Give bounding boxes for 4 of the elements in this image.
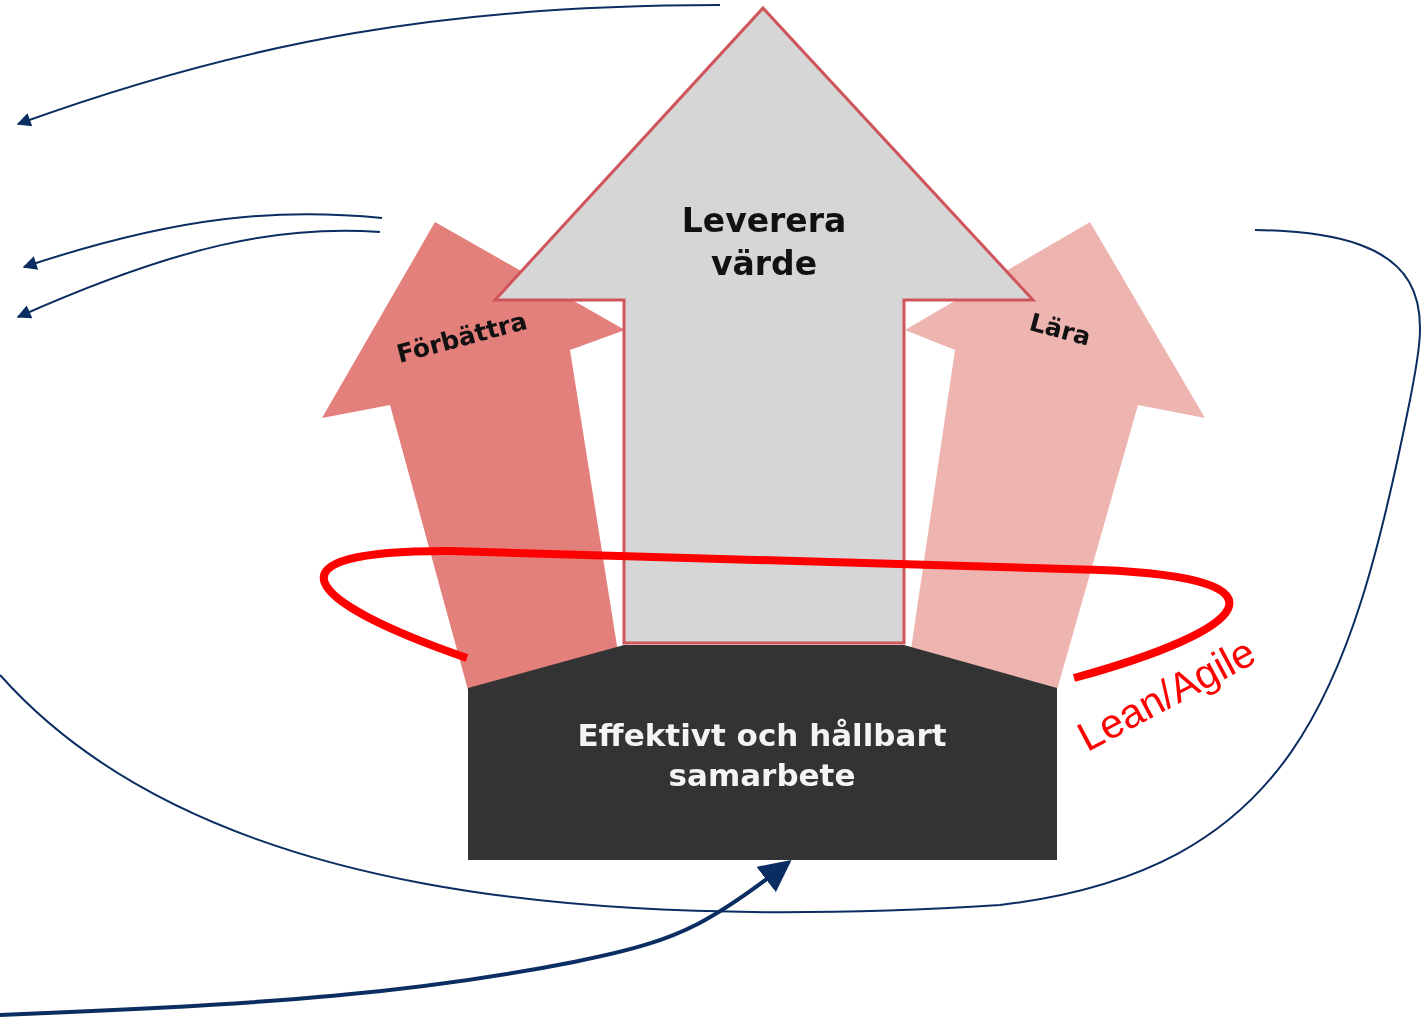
arrow (0, 860, 792, 1017)
arrow-label: Lära (1025, 306, 1095, 354)
arrow-label: Leverera värde (680, 200, 848, 285)
base-label: Effektivt och hållbart samarbete (576, 716, 948, 796)
